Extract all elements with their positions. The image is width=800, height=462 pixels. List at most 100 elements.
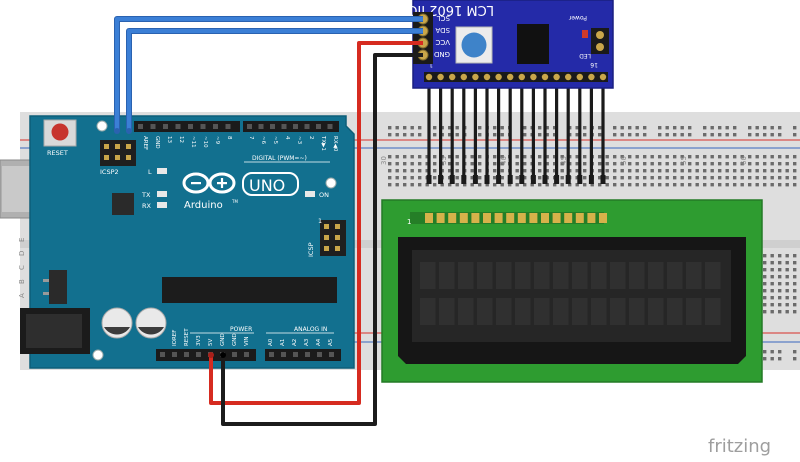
wire-tip xyxy=(426,175,432,184)
header-socket[interactable] xyxy=(232,352,237,357)
lcd-char-cell xyxy=(553,298,569,325)
lcd-pad xyxy=(529,213,538,223)
breadboard-hole xyxy=(470,176,474,180)
breadboard-hole xyxy=(725,155,729,159)
breadboard-hole xyxy=(785,275,789,279)
breadboard-hole xyxy=(665,155,669,159)
header-socket[interactable] xyxy=(329,352,334,357)
i2c-pin-sixteen: 16 xyxy=(590,61,598,68)
breadboard-hole xyxy=(590,183,594,187)
breadboard-hole xyxy=(425,169,429,173)
breadboard-hole xyxy=(718,133,722,137)
breadboard-hole xyxy=(785,296,789,300)
breadboard-row-label: C xyxy=(18,265,26,270)
reset-button[interactable] xyxy=(51,123,69,141)
header-socket[interactable] xyxy=(172,352,177,357)
lcd-char-cell xyxy=(705,298,721,325)
header-socket[interactable] xyxy=(200,124,206,129)
breadboard-hole xyxy=(725,162,729,166)
potentiometer-knob[interactable] xyxy=(461,32,487,58)
header-socket[interactable] xyxy=(184,352,189,357)
led-on xyxy=(305,191,315,197)
header-socket[interactable] xyxy=(281,124,287,129)
breadboard-hole xyxy=(628,176,632,180)
header-socket[interactable] xyxy=(138,124,143,129)
breadboard-hole xyxy=(785,261,789,265)
power-pin-labels: IOREF RESET 3V3 5V GND GND VIN xyxy=(172,328,250,346)
header-socket[interactable] xyxy=(160,352,165,357)
breadboard-hole xyxy=(523,169,527,173)
breadboard-hole xyxy=(500,176,504,180)
header-socket[interactable] xyxy=(247,124,252,129)
breadboard-hole xyxy=(545,169,549,173)
header-socket[interactable] xyxy=(175,124,181,129)
breadboard-hole xyxy=(395,162,399,166)
breadboard-hole xyxy=(523,133,527,137)
breadboard-hole xyxy=(793,126,797,130)
header-socket[interactable] xyxy=(316,124,321,129)
i2c-pin-label-vcc: VCC xyxy=(435,38,450,46)
breadboard-hole xyxy=(763,310,767,314)
breadboard-hole xyxy=(598,169,602,173)
header-socket[interactable] xyxy=(293,352,298,357)
breadboard-hole xyxy=(575,169,579,173)
uno-model: UNO xyxy=(249,176,285,195)
header-socket[interactable] xyxy=(304,124,310,129)
breadboard-hole xyxy=(628,155,632,159)
header-socket[interactable] xyxy=(188,124,193,129)
breadboard-hole xyxy=(658,176,662,180)
breadboard-hole xyxy=(770,169,774,173)
header-socket[interactable] xyxy=(293,124,298,129)
header-socket[interactable] xyxy=(327,124,333,129)
breadboard-hole xyxy=(793,303,797,307)
breadboard-hole xyxy=(433,176,437,180)
breadboard-hole xyxy=(778,162,782,166)
breadboard-hole xyxy=(613,126,617,130)
breadboard-hole xyxy=(395,155,399,159)
header-socket[interactable] xyxy=(270,124,275,129)
header-socket[interactable] xyxy=(317,352,322,357)
breadboard-hole xyxy=(688,133,692,137)
breadboard-hole xyxy=(785,169,789,173)
digital-pin-label: 2 xyxy=(308,136,314,140)
header-socket[interactable] xyxy=(225,124,231,129)
header-socket[interactable] xyxy=(213,124,218,129)
breadboard-hole xyxy=(733,169,737,173)
header-socket[interactable] xyxy=(269,352,274,357)
header-socket[interactable] xyxy=(163,124,168,129)
lcd-char-cell xyxy=(686,298,702,325)
header-socket[interactable] xyxy=(305,352,310,357)
breadboard-hole xyxy=(703,162,707,166)
lcd-char-cell xyxy=(439,298,455,325)
reset-label: RESET xyxy=(47,149,68,157)
header-socket[interactable] xyxy=(281,352,286,357)
breadboard-hole xyxy=(628,162,632,166)
i2c-lcd-pin xyxy=(425,73,433,81)
icsp2-pin xyxy=(126,155,131,160)
breadboard-col-label: 35 xyxy=(440,156,448,165)
i2c-lcd-pin xyxy=(565,73,572,81)
header-socket[interactable] xyxy=(150,124,156,129)
breadboard-hole xyxy=(763,183,767,187)
wire-tip xyxy=(472,175,478,184)
wire-tip xyxy=(496,175,502,184)
breadboard-hole xyxy=(718,176,722,180)
wire-tip xyxy=(461,175,467,184)
breadboard-hole xyxy=(448,169,452,173)
lcd-char-cell xyxy=(610,262,626,289)
breadboard-hole xyxy=(725,169,729,173)
header-socket[interactable] xyxy=(258,124,264,129)
icsp-pin xyxy=(335,224,340,229)
breadboard-hole xyxy=(455,133,459,137)
breadboard-hole xyxy=(620,162,624,166)
icsp-pin xyxy=(335,235,340,240)
breadboard-hole xyxy=(553,126,557,130)
i2c-chip xyxy=(517,24,549,64)
breadboard-hole xyxy=(410,133,414,137)
lcd-char-cell xyxy=(534,298,550,325)
breadboard-col-label: 55 xyxy=(680,156,688,165)
breadboard-hole xyxy=(650,169,654,173)
header-socket[interactable] xyxy=(196,352,201,357)
breadboard-hole xyxy=(658,169,662,173)
header-socket[interactable] xyxy=(244,352,249,357)
